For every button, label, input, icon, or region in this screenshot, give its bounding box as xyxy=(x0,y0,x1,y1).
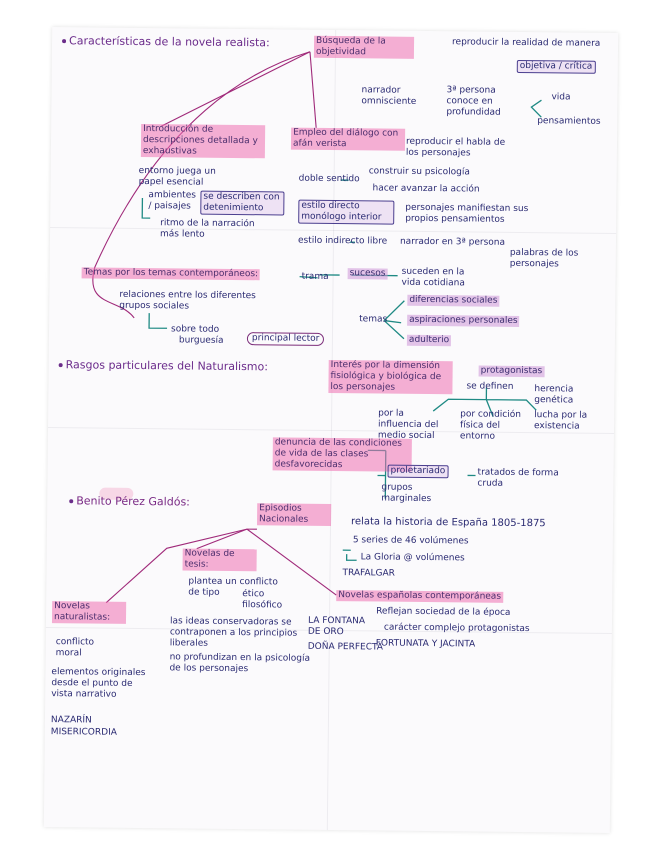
node-filosofico: filosófico xyxy=(242,600,282,611)
node-ideas: las ideas conservadoras se contraponen a… xyxy=(170,616,310,650)
node-series: 5 series de 46 volúmenes xyxy=(353,535,469,547)
node-episodios: Episodios Nacionales xyxy=(257,503,331,526)
node-ambientes: ambientes / paisajes xyxy=(148,190,196,213)
node-plantea: plantea un conflicto de tipo xyxy=(188,577,288,600)
node-sucesos: sucesos xyxy=(348,268,388,279)
node-burguesia: burguesía xyxy=(179,335,224,346)
notes-sheet: Características de la novela realista: B… xyxy=(44,27,618,833)
node-narrador-3: narrador en 3ª persona xyxy=(400,237,505,249)
bullet-icon xyxy=(62,39,66,43)
node-aspiraciones: aspiraciones personales xyxy=(407,315,520,327)
node-empleo-dialogo: Empleo del diálogo con afán verista xyxy=(291,128,405,151)
node-estilo-indirecto: estilo indirecto libre xyxy=(298,236,387,248)
node-palabras: palabras de los personajes xyxy=(510,248,590,271)
node-hacer-avanzar: hacer avanzar la acción xyxy=(372,183,479,195)
node-novelas-espanolas: Novelas españolas contemporáneas xyxy=(336,590,503,603)
node-fortunata: FORTUNATA Y JACINTA xyxy=(376,638,476,650)
node-reproducir-habla: reproducir el habla de los personajes xyxy=(406,137,506,160)
node-fontana: LA FONTANA DE ORO xyxy=(308,616,366,639)
node-novelas-naturalistas: Novelas naturalistas: xyxy=(52,601,126,624)
bullet-icon xyxy=(59,363,63,367)
node-trafalgar: TRAFALGAR xyxy=(342,568,395,580)
node-relata: relata la historia de España 1805-1875 xyxy=(351,516,546,529)
node-se-describen: se describen con detenimiento xyxy=(200,191,284,216)
node-la-gloria: La Gloria @ volúmenes xyxy=(361,552,465,564)
node-se-definen: se definen xyxy=(466,381,513,392)
node-sobre-todo: sobre todo xyxy=(171,324,219,336)
node-temas-contemporaneos: Temas por los temas contemporáneos: xyxy=(82,267,261,280)
node-temas: temas xyxy=(359,314,387,325)
node-vida: vida xyxy=(551,92,570,103)
node-tercera-persona: 3ª persona conoce en profundidad xyxy=(446,85,521,119)
node-adulterio: adulterio xyxy=(407,335,451,346)
node-novelas-tesis: Novelas de tesis: xyxy=(183,548,257,571)
node-introduccion: Introducción de descripciones detallada … xyxy=(141,124,265,158)
node-doble-sentido: doble sentido xyxy=(299,174,360,186)
node-por-influencia: por la influencia del medio social xyxy=(378,408,450,442)
node-ritmo: ritmo de la narración más lento xyxy=(160,218,270,241)
node-relaciones: relaciones entre los diferentes grupos s… xyxy=(119,290,289,314)
node-etico: ético xyxy=(242,589,264,600)
node-por-condicion: por condición física del entorno xyxy=(460,409,530,443)
node-protagonistas: protagonistas xyxy=(479,366,545,378)
node-diferencias: diferencias sociales xyxy=(407,295,499,307)
node-trama: trama xyxy=(302,272,329,283)
node-nazarin: NAZARÍN xyxy=(51,715,92,726)
node-pensamientos: pensamientos xyxy=(537,116,601,128)
section-heading-realista: Características de la novela realista: xyxy=(62,35,270,48)
node-estilo-directo: estilo directo monólogo interior xyxy=(298,200,394,225)
bullet-icon xyxy=(69,499,73,503)
node-no-profundiza: no profundizan en la psicología de los p… xyxy=(169,652,319,676)
node-grupos-marginales: grupos marginales xyxy=(381,483,441,506)
node-elementos: elementos originales desde el punto de v… xyxy=(51,667,147,701)
node-objetiva: objetiva / crítica xyxy=(517,60,596,74)
node-reproducir: reproducir la realidad de manera xyxy=(452,37,602,50)
node-proletariado: proletariado xyxy=(388,465,449,479)
node-entorno: entorno juega un papel esencial xyxy=(139,166,239,189)
node-tratados: tratados de forma cruda xyxy=(477,468,577,491)
node-caracter: carácter complejo protagonistas xyxy=(384,623,530,636)
node-reflejan: Reflejan sociedad de la época xyxy=(376,606,510,618)
node-suceden: suceden en la vida cotidiana xyxy=(401,267,476,290)
node-busqueda: Búsqueda de la objetividad xyxy=(314,36,414,59)
node-principal-lector: principal lector xyxy=(247,332,325,346)
section-heading-galdos: Benito Pérez Galdós: xyxy=(69,495,190,507)
node-interes: Interés por la dimensión fisiológica y b… xyxy=(328,360,452,394)
section-heading-naturalismo: Rasgos particulares del Naturalismo: xyxy=(59,359,268,372)
node-dona-perfecta: DOÑA PERFECTA xyxy=(308,642,383,654)
node-herencia: herencia genética xyxy=(534,384,594,407)
node-misericordia: MISERICORDIA xyxy=(51,727,117,739)
node-construir: construir su psicología xyxy=(369,166,470,178)
node-narrador: narrador omnisciente xyxy=(361,85,421,108)
node-lucha: lucha por la existencia xyxy=(534,410,594,433)
node-conflicto: conflicto moral xyxy=(56,637,116,660)
node-personajes-manifiestan: personajes manifiestan sus propios pensa… xyxy=(405,203,555,227)
